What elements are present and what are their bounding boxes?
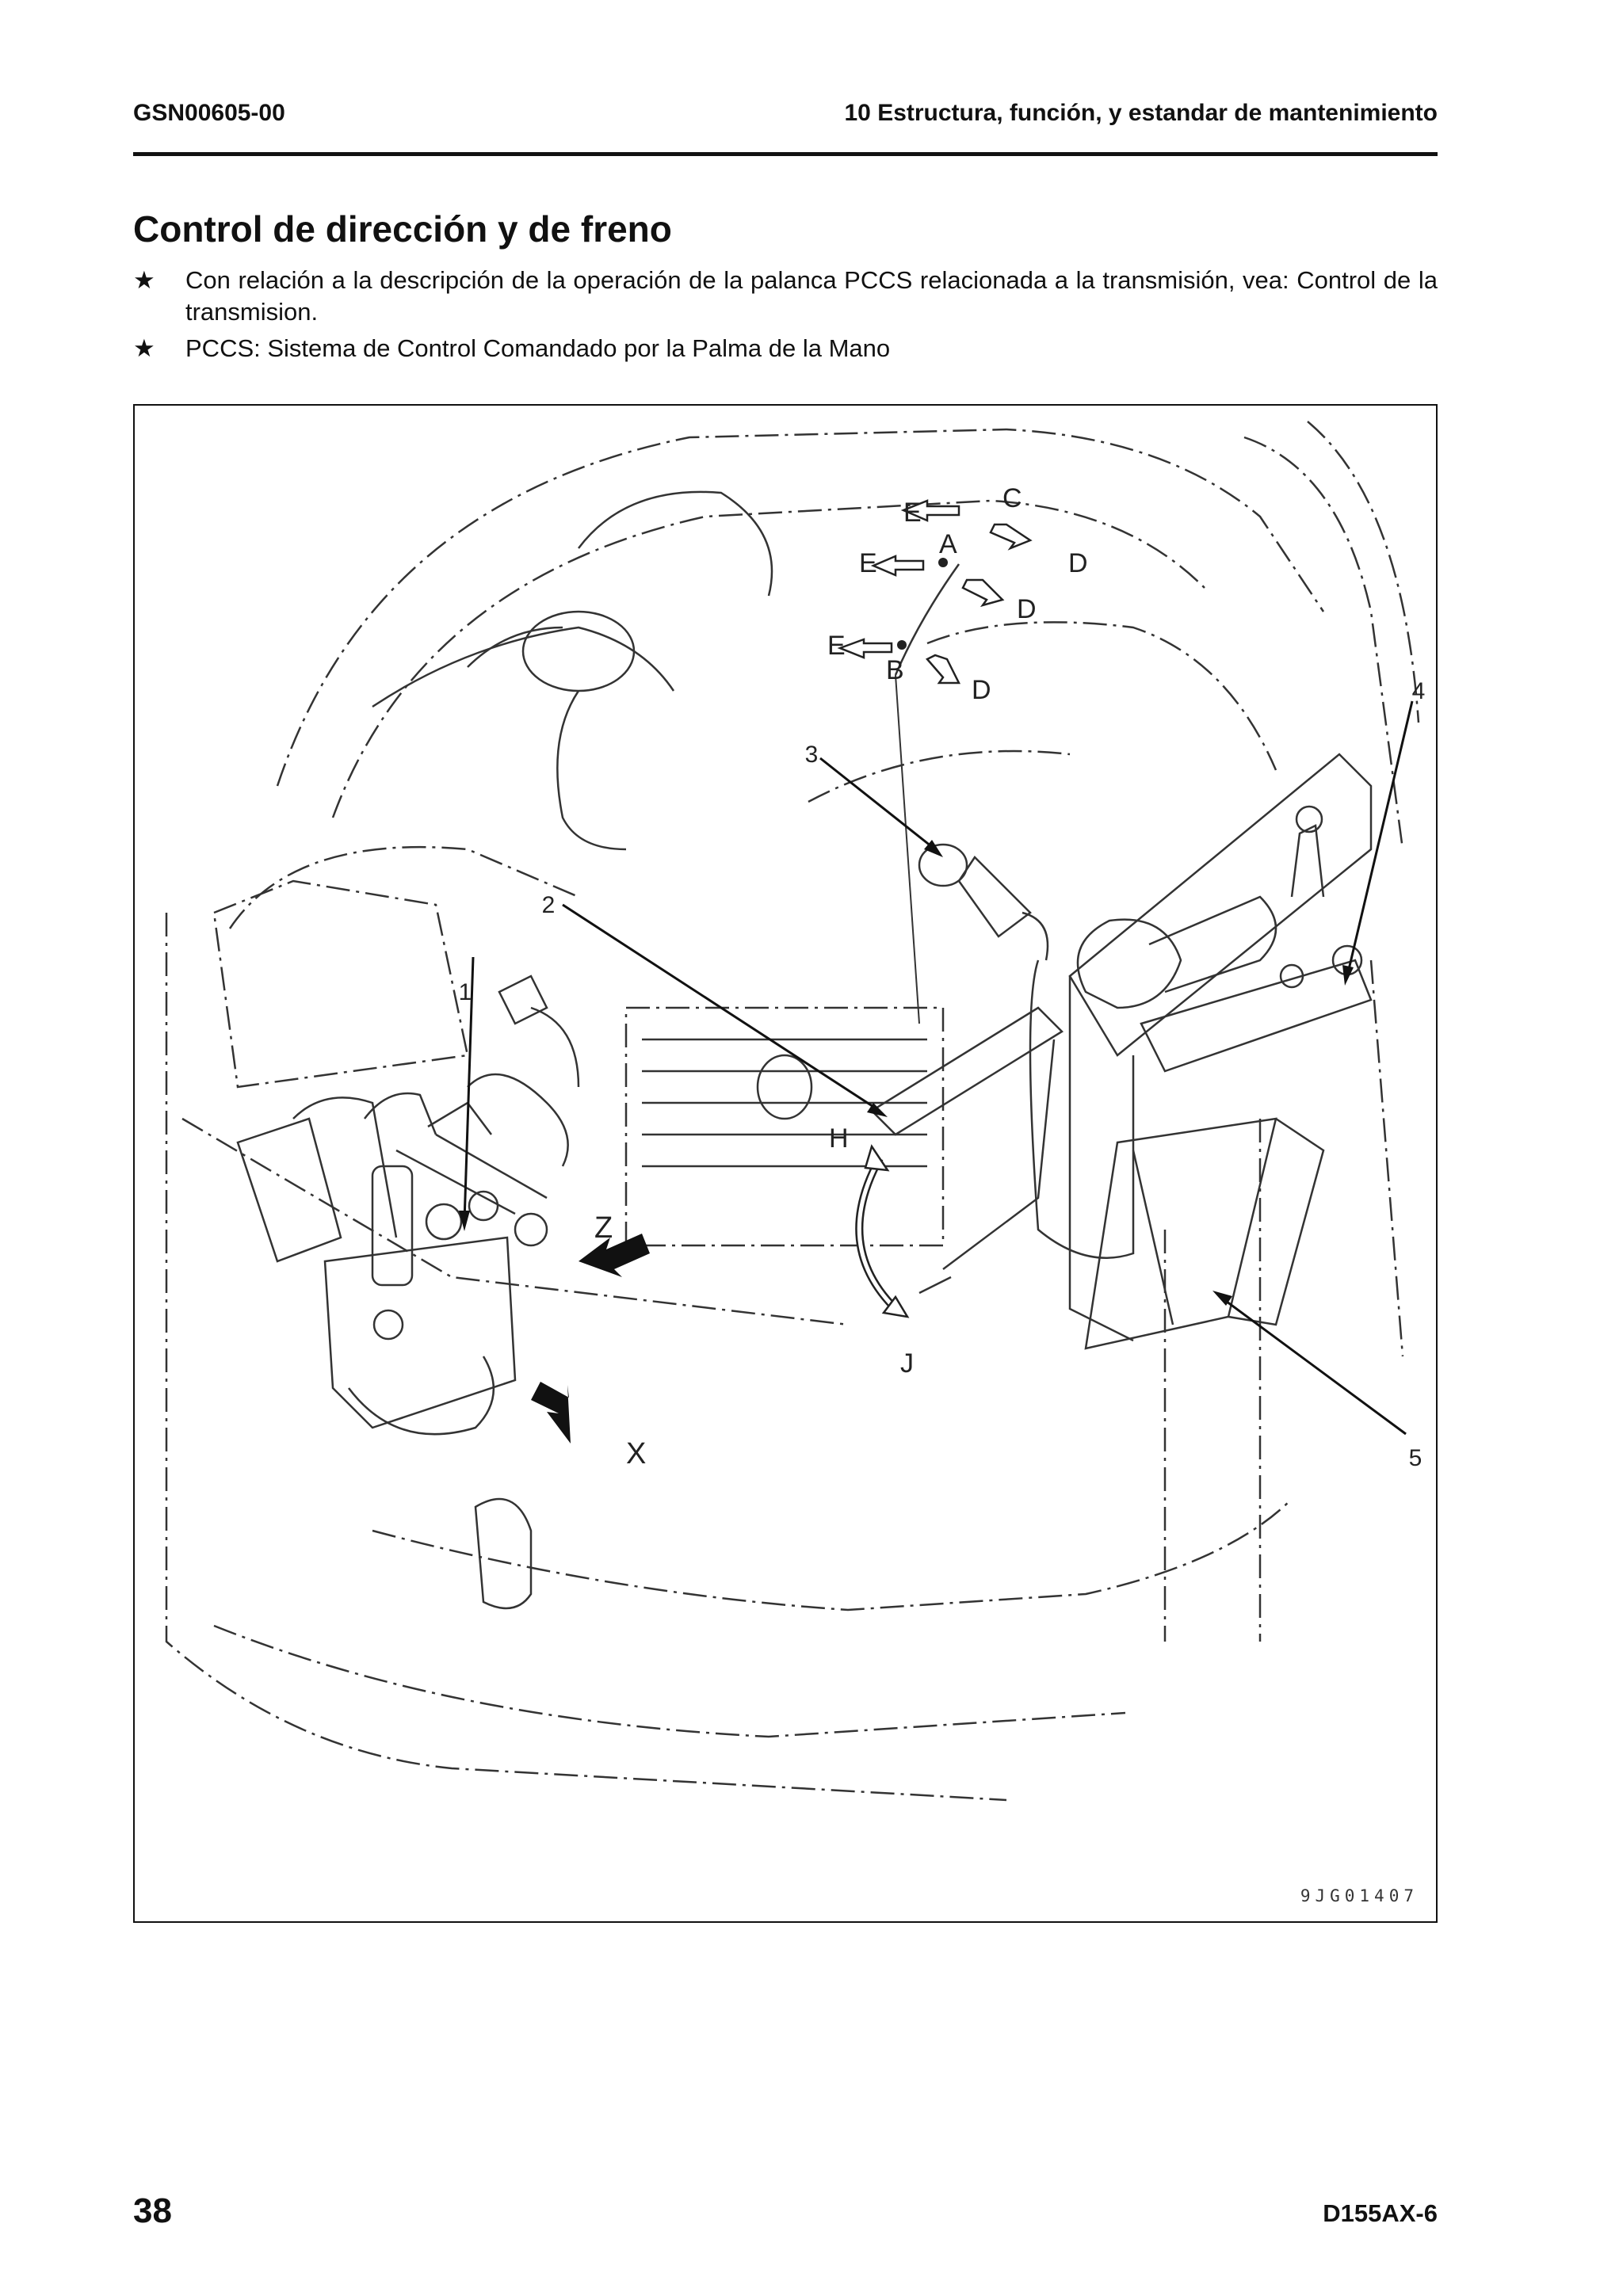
position-label-a: A	[939, 529, 957, 559]
page-title: Control de dirección y de freno	[133, 208, 672, 250]
header-rule	[133, 152, 1438, 156]
position-label-j: J	[900, 1348, 914, 1379]
technical-drawing: 1 2 3 4 5 A B C D D D E E E H J Z X	[165, 421, 1426, 1802]
section-title: 10 Estructura, función, y estandar de ma…	[844, 100, 1438, 126]
callout-5: 5	[1409, 1445, 1423, 1471]
position-label-e: E	[903, 498, 922, 528]
note-item: ★ PCCS: Sistema de Control Comandado por…	[133, 333, 1438, 364]
page-number: 38	[133, 2191, 172, 2230]
figure-id: 9JG01407	[1300, 1886, 1419, 1905]
callout-1: 1	[459, 979, 472, 1005]
note-item: ★ Con relación a la descripción de la op…	[133, 265, 1438, 328]
view-arrow-x-icon	[531, 1382, 571, 1444]
view-label-z: Z	[594, 1211, 613, 1245]
note-text: Con relación a la descripción de la oper…	[185, 266, 1438, 326]
callout-3: 3	[805, 742, 819, 768]
position-label-b: B	[886, 655, 904, 685]
position-label-d: D	[1017, 594, 1037, 624]
position-label-e: E	[859, 548, 877, 578]
note-text: PCCS: Sistema de Control Comandado por l…	[185, 334, 891, 362]
star-bullet-icon: ★	[133, 334, 155, 362]
callout-2: 2	[542, 892, 556, 918]
position-label-c: C	[1002, 483, 1022, 513]
position-label-e: E	[827, 631, 846, 661]
view-arrow-z-icon	[579, 1234, 650, 1277]
page-header: GSN00605-00 10 Estructura, función, y es…	[133, 100, 1438, 132]
position-label-d: D	[972, 675, 991, 705]
position-label-d: D	[1068, 548, 1088, 578]
model-code: D155AX-6	[1323, 2199, 1438, 2227]
position-label-h: H	[829, 1123, 849, 1154]
star-bullet-icon: ★	[133, 266, 155, 294]
document-code: GSN00605-00	[133, 100, 285, 126]
steering-brake-illustration: 1 2 3 4 5 A B C D D D E E E H J Z X 9JG0…	[133, 404, 1438, 1923]
callout-4: 4	[1412, 678, 1426, 704]
view-label-x: X	[626, 1437, 646, 1470]
